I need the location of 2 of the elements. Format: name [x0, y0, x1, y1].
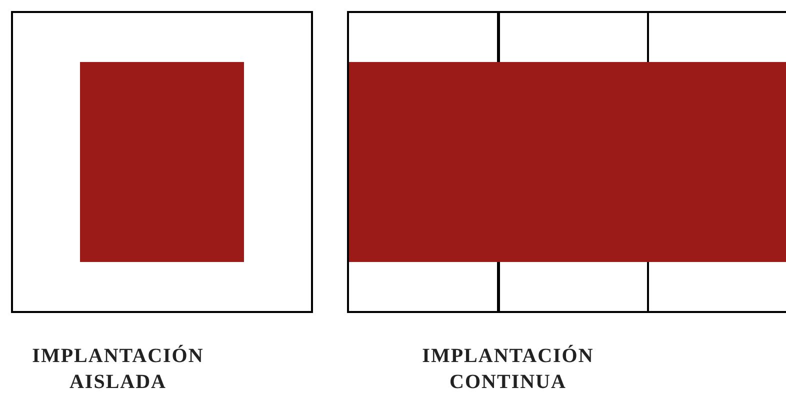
caption-text: IMPLANTACIÓN AISLADA: [31, 344, 205, 395]
caption-text: IMPLANTACIÓN CONTINUA: [421, 344, 595, 395]
